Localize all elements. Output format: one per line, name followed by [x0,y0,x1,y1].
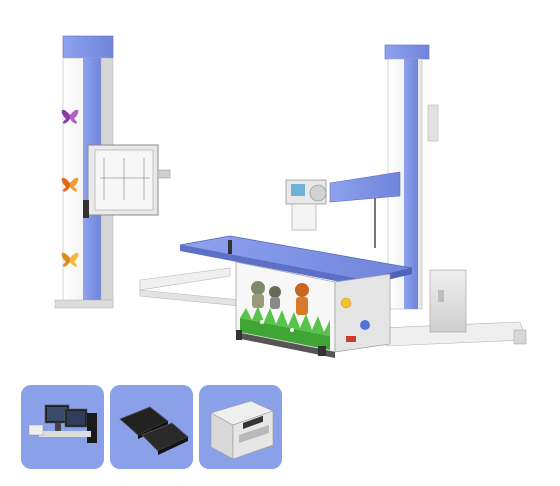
flat-panel-detector-icon [119,406,189,455]
cartoon-animal-decal-icon [251,281,281,309]
grass-decal [240,306,330,350]
film-printer-icon [210,400,274,460]
wall-stand-base [54,299,114,309]
control-knob-icon [360,320,370,330]
butterfly-decal-icon [61,109,79,124]
workstation-icon [28,404,97,443]
tube-arm [329,171,401,203]
wall-stand-cap [62,35,114,59]
patient-table [179,235,413,358]
butterfly-decal-icon [61,252,79,267]
floor-rails [139,267,527,347]
tube-stand-cap [384,44,430,60]
tube-stand-rail [404,59,418,309]
thumbnail-film-printer[interactable] [199,385,282,469]
wall-bucky-detector [83,144,171,218]
xray-tube-head [285,179,327,231]
tube-stand-right [285,44,467,333]
cartoon-dog-decal-icon [295,283,309,315]
thumbnail-flat-panel-detector[interactable] [110,385,193,469]
wall-stand-left [54,35,171,309]
flower-decal-icon [340,297,352,309]
thumbnail-workstation[interactable] [21,385,104,469]
butterfly-decal-icon [61,177,79,192]
counterweight-cabinet [429,269,467,333]
